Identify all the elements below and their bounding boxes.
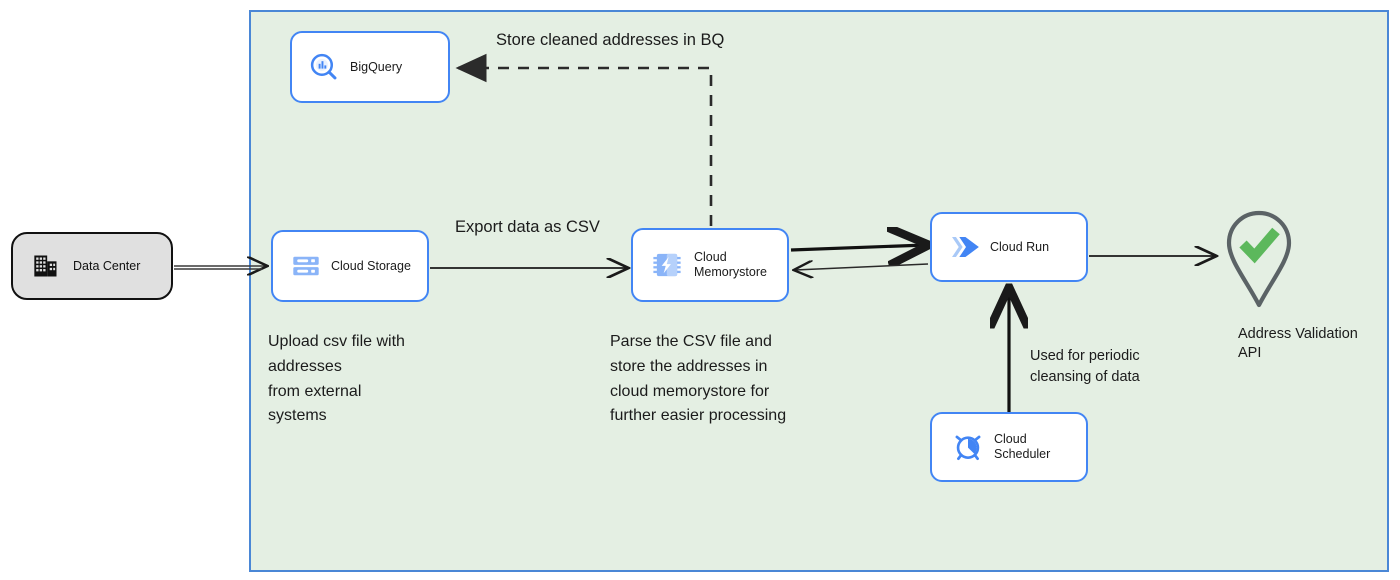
edge-label-export-csv: Export data as CSV (455, 218, 600, 236)
address-validation-api-label: Address Validation API (1238, 326, 1358, 362)
memorystore-chip-icon (649, 250, 685, 280)
node-bigquery[interactable]: BigQuery (290, 31, 450, 103)
node-cloud-memorystore[interactable]: Cloud Memorystore (631, 228, 789, 302)
office-building-icon (29, 252, 63, 280)
node-label: Cloud Run (990, 239, 1050, 254)
node-cloud-storage[interactable]: Cloud Storage (271, 230, 429, 302)
node-cloud-run[interactable]: Cloud Run (930, 212, 1088, 282)
node-data-center[interactable]: Data Center (11, 232, 173, 300)
node-label: Cloud Memorystore (694, 250, 767, 279)
node-label: Cloud Scheduler (994, 432, 1051, 461)
annotation-upload: Upload csv file with addresses from exte… (268, 333, 405, 425)
edge-label-store-in-bq: Store cleaned addresses in BQ (496, 31, 725, 49)
bigquery-icon (304, 51, 344, 83)
edge-label-periodic-cleansing: Used for periodic cleansing of data (1030, 348, 1140, 385)
map-pin-check-icon (1222, 208, 1296, 312)
annotation-parse: Parse the CSV file and store the address… (610, 333, 787, 425)
node-label: Data Center (73, 259, 141, 273)
cloud-storage-icon (287, 251, 325, 281)
alarm-clock-icon (948, 431, 988, 463)
node-cloud-scheduler[interactable]: Cloud Scheduler (930, 412, 1088, 482)
google-cloud-boundary (249, 10, 1389, 572)
node-label: Cloud Storage (331, 258, 411, 273)
node-label: BigQuery (350, 59, 403, 74)
cloud-run-icon (944, 231, 988, 263)
